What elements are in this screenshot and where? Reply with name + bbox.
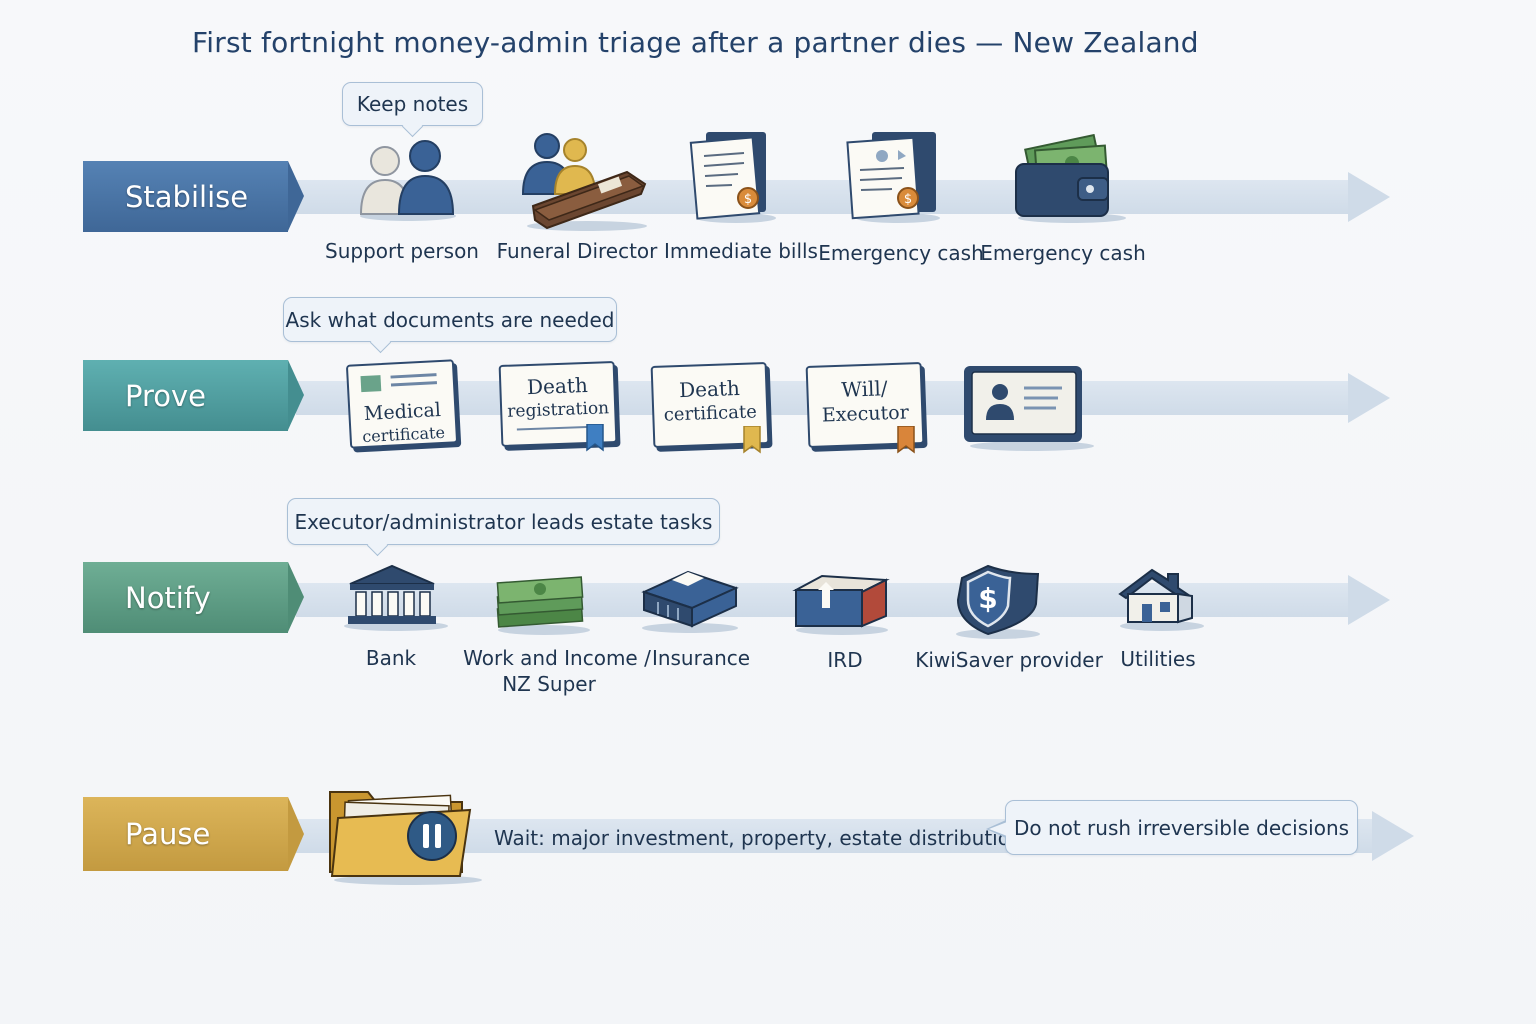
pause-wait-text: Wait: major investment, property, estate… — [494, 826, 1023, 850]
medical-certificate-card: Medical certificate — [345, 359, 459, 449]
money-stack-icon — [496, 576, 590, 635]
ird-box-icon — [792, 574, 890, 635]
immediate-bills-icon: $ — [689, 132, 776, 223]
phase-label: Pause — [125, 817, 211, 851]
page-title: First fortnight money-admin triage after… — [192, 26, 1199, 59]
svg-text:$: $ — [744, 192, 752, 207]
item-label: Emergency cash — [980, 241, 1146, 265]
phase-label: Notify — [125, 580, 211, 615]
card-line1: Death — [526, 372, 589, 400]
insurance-box-icon — [641, 570, 739, 633]
card-line2: certificate — [361, 422, 446, 447]
funeral-director-icon — [521, 133, 647, 231]
phase-prove: Prove — [83, 360, 288, 431]
phase-pause: Pause — [83, 797, 288, 871]
track-arrowhead-notify — [1348, 575, 1390, 625]
ribbon-icon — [586, 424, 604, 452]
svg-text:$: $ — [904, 192, 912, 207]
card-line1: Death — [678, 375, 741, 403]
house-icon — [1118, 568, 1204, 631]
wallet-icon — [1015, 134, 1126, 223]
phase-tip-notify — [288, 562, 304, 632]
item-label: Bank — [365, 646, 417, 670]
item-label-line2: NZ Super — [502, 672, 596, 696]
phase-tip-prove — [288, 360, 304, 430]
phase-label: Prove — [125, 378, 207, 413]
phase-stabilise: Stabilise — [83, 161, 288, 232]
card-line2: Executor — [821, 401, 910, 427]
track-arrowhead-pause — [1372, 811, 1414, 861]
bubble-text: Keep notes — [356, 92, 469, 116]
emergency-cash-document-icon: $ — [846, 132, 940, 223]
support-person-icon — [359, 140, 456, 221]
card-lines-icon — [390, 373, 437, 379]
note-bubble-pause: Do not rush irreversible decisions — [1005, 800, 1358, 855]
ribbon-icon — [743, 426, 761, 454]
track-arrowhead-prove — [1348, 373, 1390, 423]
folder-pause-icon — [329, 791, 482, 885]
item-label: Utilities — [1120, 647, 1196, 671]
medical-certificate-header-icon — [360, 375, 382, 393]
phase-notify: Notify — [83, 562, 288, 633]
bank-icon — [344, 564, 448, 631]
card-line1: Will/ — [840, 376, 888, 402]
note-bubble-notify: Executor/administrator leads estate task… — [287, 498, 720, 545]
item-label: Funeral Director — [496, 239, 658, 263]
item-label: Immediate bills — [664, 239, 818, 263]
bubble-text: Do not rush irreversible decisions — [1013, 815, 1350, 840]
bubble-text: Ask what documents are needed — [285, 307, 615, 332]
phase-tip-stabilise — [288, 161, 304, 231]
item-label: Support person — [325, 239, 479, 263]
id-card-icon — [964, 366, 1094, 451]
bubble-text: Executor/administrator leads estate task… — [294, 509, 713, 534]
svg-text:$: $ — [978, 582, 997, 615]
item-label: KiwiSaver provider — [915, 648, 1103, 672]
shield-dollar-icon: $ — [956, 564, 1040, 639]
item-label: Insurance — [651, 646, 751, 670]
phase-tip-pause — [288, 797, 304, 871]
track-arrowhead-stabilise — [1348, 172, 1390, 222]
item-label: Work and Income / — [463, 646, 651, 670]
phase-label: Stabilise — [125, 179, 249, 214]
card-line2: certificate — [663, 401, 758, 426]
card-line2: registration — [507, 398, 610, 422]
ribbon-icon — [897, 426, 915, 454]
track-stabilise — [296, 180, 1350, 214]
item-label: Emergency cash — [818, 241, 984, 265]
bubble-tail-fill — [989, 822, 1007, 836]
note-bubble-prove: Ask what documents are needed — [283, 297, 617, 342]
item-label: IRD — [827, 648, 863, 672]
